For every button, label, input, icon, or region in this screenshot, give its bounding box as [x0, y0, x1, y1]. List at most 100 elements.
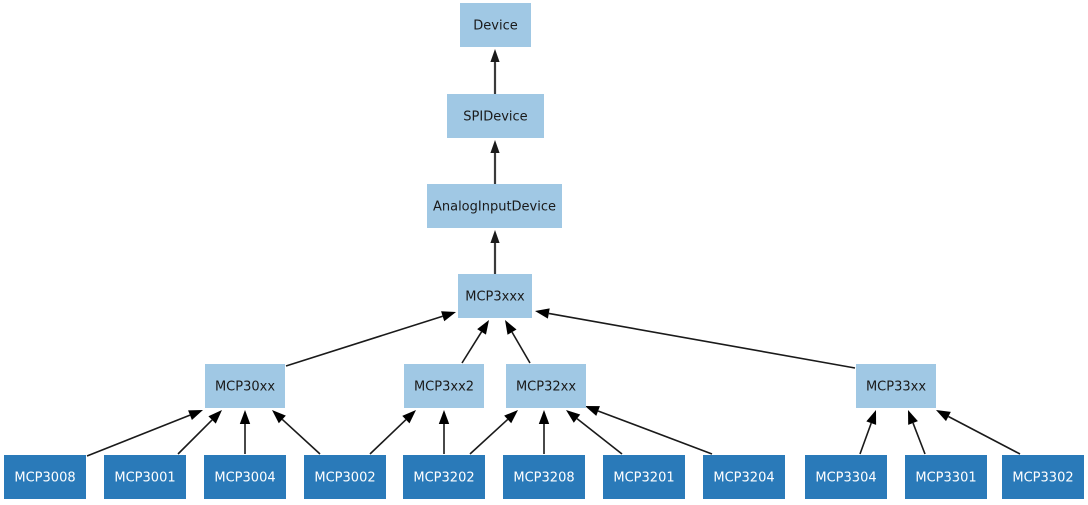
inheritance-edge	[438, 410, 450, 454]
edge-line	[511, 331, 531, 364]
class-node-label: MCP3201	[613, 471, 674, 486]
class-node-box[interactable]	[4, 455, 86, 499]
arrow-head-icon	[490, 230, 500, 243]
inheritance-edge	[469, 410, 518, 455]
inheritance-edge	[505, 320, 531, 364]
inheritance-edge	[859, 410, 877, 455]
inheritance-edge	[177, 410, 222, 455]
edge-line	[369, 419, 407, 455]
class-node-box[interactable]	[460, 3, 531, 47]
class-node-label: MCP32xx	[516, 380, 576, 395]
inheritance-edge	[908, 410, 926, 455]
class-node-label: MCP3xxx	[465, 290, 525, 305]
class-node-box[interactable]	[805, 455, 887, 499]
class-node-spidevice[interactable]: SPIDevice	[447, 94, 544, 138]
class-node-label: MCP3xx2	[414, 380, 474, 395]
class-node-label: MCP3204	[713, 471, 774, 486]
nodes-layer: DeviceSPIDeviceAnalogInputDeviceMCP3xxxM…	[4, 3, 1084, 499]
edge-line	[548, 312, 856, 369]
arrow-head-icon	[504, 410, 518, 424]
inheritance-edge	[272, 410, 321, 455]
edge-line	[469, 418, 509, 455]
class-node-mcp3201[interactable]: MCP3201	[603, 455, 685, 499]
class-node-box[interactable]	[503, 455, 585, 499]
class-node-mcp3008[interactable]: MCP3008	[4, 455, 86, 499]
arrow-head-icon	[535, 308, 550, 319]
class-node-mcp3004[interactable]: MCP3004	[204, 455, 286, 499]
class-node-mcp3304[interactable]: MCP3304	[805, 455, 887, 499]
edge-line	[948, 415, 1021, 455]
class-node-label: MCP3002	[314, 471, 375, 486]
arrow-head-icon	[208, 410, 222, 424]
edge-line	[281, 418, 321, 455]
class-node-label: MCP3302	[1012, 471, 1073, 486]
class-node-label: Device	[473, 19, 517, 34]
edge-line	[597, 410, 713, 455]
class-node-mcp3202[interactable]: MCP3202	[403, 455, 485, 499]
arrow-head-icon	[585, 406, 600, 416]
edge-line	[177, 419, 213, 455]
class-node-box[interactable]	[856, 364, 936, 408]
class-node-mcp3208[interactable]: MCP3208	[503, 455, 585, 499]
class-node-mcp3001[interactable]: MCP3001	[104, 455, 186, 499]
class-node-mcp3204[interactable]: MCP3204	[703, 455, 785, 499]
class-node-mcp3xxx[interactable]: MCP3xxx	[458, 274, 532, 318]
inheritance-edge	[490, 49, 500, 94]
class-node-box[interactable]	[1002, 455, 1084, 499]
class-node-device[interactable]: Device	[460, 3, 531, 47]
arrow-head-icon	[490, 49, 500, 62]
class-node-mcp3301[interactable]: MCP3301	[905, 455, 987, 499]
edges-layer	[86, 49, 1021, 457]
class-node-label: AnalogInputDevice	[433, 200, 556, 215]
class-node-box[interactable]	[427, 184, 562, 228]
class-node-box[interactable]	[404, 364, 484, 408]
class-node-mcp3xx2[interactable]: MCP3xx2	[404, 364, 484, 408]
inheritance-edge	[285, 311, 456, 367]
class-node-mcp32xx[interactable]: MCP32xx	[506, 364, 586, 408]
inheritance-edge	[461, 320, 489, 364]
class-node-mcp33xx[interactable]: MCP33xx	[856, 364, 936, 408]
class-node-label: SPIDevice	[463, 110, 527, 125]
class-node-label: MCP33xx	[866, 380, 926, 395]
arrow-head-icon	[908, 410, 918, 425]
class-node-box[interactable]	[204, 455, 286, 499]
edge-line	[576, 418, 623, 455]
class-node-box[interactable]	[403, 455, 485, 499]
arrow-head-icon	[505, 320, 517, 335]
edge-line	[86, 414, 191, 457]
arrow-head-icon	[239, 410, 251, 424]
class-node-box[interactable]	[104, 455, 186, 499]
edge-line	[461, 331, 483, 364]
arrow-head-icon	[441, 311, 456, 322]
class-node-box[interactable]	[205, 364, 285, 408]
inheritance-edge	[369, 410, 416, 455]
class-node-mcp3002[interactable]: MCP3002	[304, 455, 386, 499]
class-node-box[interactable]	[458, 274, 532, 318]
class-node-label: MCP3004	[214, 471, 275, 486]
inheritance-edge	[535, 308, 856, 369]
arrow-head-icon	[438, 410, 450, 424]
class-node-box[interactable]	[905, 455, 987, 499]
class-node-label: MCP3202	[413, 471, 474, 486]
class-node-label: MCP3001	[114, 471, 175, 486]
class-node-box[interactable]	[603, 455, 685, 499]
class-node-box[interactable]	[703, 455, 785, 499]
class-node-box[interactable]	[506, 364, 586, 408]
class-node-mcp3302[interactable]: MCP3302	[1002, 455, 1084, 499]
inheritance-edge	[585, 406, 713, 455]
class-node-box[interactable]	[304, 455, 386, 499]
edge-line	[285, 315, 443, 367]
inheritance-edge	[566, 410, 623, 455]
arrow-head-icon	[477, 320, 489, 335]
class-node-label: MCP3301	[915, 471, 976, 486]
inheritance-edge	[538, 410, 550, 454]
inheritance-edge	[490, 230, 500, 274]
arrow-head-icon	[490, 140, 500, 153]
class-node-analoginputdevice[interactable]: AnalogInputDevice	[427, 184, 562, 228]
class-node-mcp30xx[interactable]: MCP30xx	[205, 364, 285, 408]
edge-line	[912, 422, 926, 455]
arrow-head-icon	[402, 410, 416, 424]
inheritance-edge	[936, 410, 1021, 455]
class-node-box[interactable]	[447, 94, 544, 138]
